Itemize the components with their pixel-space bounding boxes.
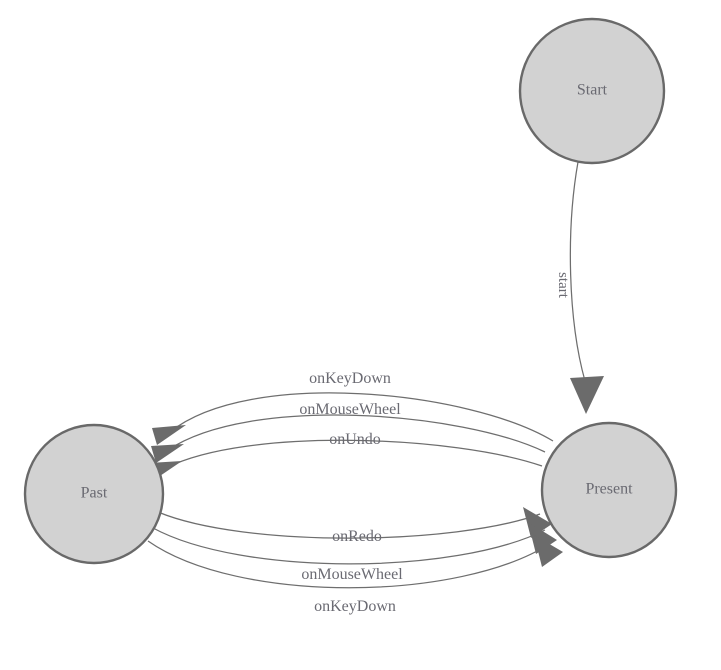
edge-path-past-present-1	[157, 511, 541, 539]
edge-label-present-past-3: onUndo	[329, 431, 381, 448]
node-start-label: Start	[577, 82, 608, 99]
node-present-circle	[540, 421, 678, 559]
edge-label-start: start	[555, 272, 571, 299]
arrowhead-present-past-2	[151, 444, 184, 463]
node-present[interactable]: Present	[540, 421, 678, 559]
edge-past-to-present-onredo[interactable]: onRedo	[157, 507, 552, 545]
edge-path-past-present-2	[152, 527, 546, 565]
arrowhead-start-present	[570, 376, 604, 414]
node-start[interactable]: Start	[518, 17, 666, 165]
edge-label-present-past-2: onMouseWheel	[299, 401, 401, 418]
edge-label-present-past-1: onKeyDown	[309, 370, 391, 387]
edge-past-to-present-onmousewheel[interactable]: onMouseWheel	[152, 522, 557, 583]
arrowhead-past-present-2	[528, 522, 557, 554]
edge-label-past-present-2: onMouseWheel	[301, 566, 403, 583]
arrowhead-past-present-3	[534, 535, 563, 567]
edge-past-to-present-onkeydown[interactable]: onKeyDown	[147, 535, 563, 615]
edge-present-to-past-onundo[interactable]: onUndo	[149, 431, 543, 480]
node-present-label: Present	[585, 481, 633, 498]
edge-label-past-present-1: onRedo	[332, 528, 382, 545]
node-past-label: Past	[81, 485, 108, 502]
edge-path-start-present	[569, 161, 586, 382]
edge-path-past-present-3	[147, 540, 552, 589]
node-past-circle	[23, 423, 165, 565]
node-past[interactable]: Past	[23, 423, 165, 565]
node-start-circle	[518, 17, 666, 165]
edge-present-to-past-onmousewheel[interactable]: onMouseWheel	[151, 401, 546, 463]
edge-path-present-past-2	[167, 414, 546, 453]
edge-present-to-past-onkeydown[interactable]: onKeyDown	[152, 370, 554, 445]
edge-label-past-present-3: onKeyDown	[314, 598, 396, 615]
arrowhead-present-past-1	[152, 425, 186, 445]
edge-path-present-past-1	[169, 392, 554, 442]
edge-path-present-past-3	[165, 439, 543, 469]
edge-start-to-present[interactable]: start	[555, 161, 604, 414]
